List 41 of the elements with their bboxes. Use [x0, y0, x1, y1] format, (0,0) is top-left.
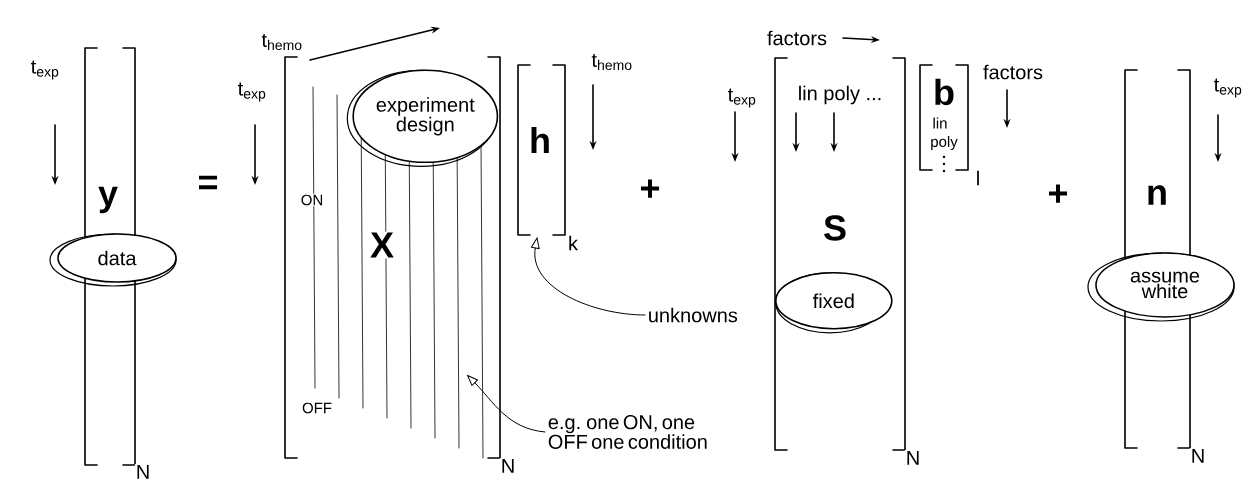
axis-label: l: [974, 169, 982, 187]
callout-text: unknowns: [649, 307, 738, 323]
oval-note: experiment design: [346, 69, 499, 167]
matrix-entry: lin poly ...: [796, 84, 884, 106]
oval-note: data: [49, 233, 177, 287]
axis-label: t$_{exp}$: [236, 81, 268, 103]
matrix-bracket: [284, 56, 501, 459]
matrix-entry: lin: [931, 116, 949, 130]
matrix-entry: S: [822, 214, 848, 242]
leader-line: [467, 375, 546, 433]
leader-line: [530, 237, 646, 316]
matrix-entry: OFF: [301, 401, 333, 415]
matrix-entry: b: [932, 77, 956, 107]
oval-note: assume white: [1087, 252, 1235, 322]
operator-sign: +: [638, 178, 662, 202]
axis-label: t$_{exp}$: [1212, 77, 1244, 99]
oval-note: fixed: [775, 272, 893, 334]
axis-label: factors: [982, 63, 1044, 81]
axis-label: t$_{exp}$: [29, 59, 61, 81]
matrix-entry: n: [1145, 184, 1169, 206]
matrix-bracket: [84, 47, 136, 466]
callout-text: e.g. one ON, one OFF one condition: [548, 415, 707, 449]
matrix-entry: h: [528, 125, 552, 155]
matrix-entry: X: [369, 231, 395, 259]
matrix-bracket: [517, 64, 566, 236]
axis-label: N: [904, 450, 922, 466]
matrix-entry: y: [97, 185, 120, 215]
matrix-bracket: [919, 64, 969, 171]
operator-sign: +: [1046, 183, 1070, 207]
axis-label: factors: [766, 29, 828, 47]
matrix-entry: poly: [929, 135, 959, 151]
operator-sign: =: [196, 174, 220, 196]
axis-label: N: [499, 458, 517, 474]
axis-label: N: [134, 464, 152, 480]
axis-label: k: [567, 234, 579, 252]
axis-label: t$_{hemo}$: [590, 52, 634, 72]
axis-label: N: [1189, 448, 1207, 464]
matrix-entry: ON: [299, 193, 325, 207]
axis-label: t$_{hemo}$: [260, 32, 304, 52]
axis-label: t$_{exp}$: [726, 87, 758, 109]
matrix-bracket: [774, 57, 906, 451]
